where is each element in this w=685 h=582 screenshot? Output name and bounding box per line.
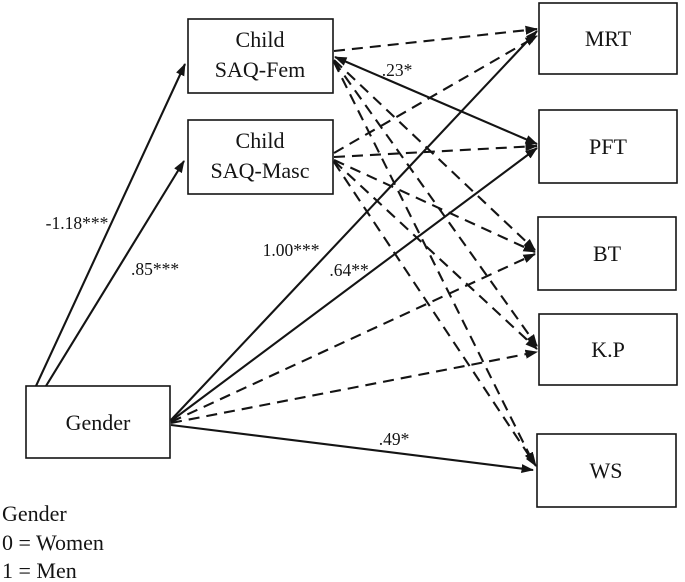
node-ws-label: WS: [590, 458, 623, 483]
node-saq-fem: Child SAQ-Fem: [187, 18, 334, 94]
coef-gender-ws: .49*: [379, 429, 410, 449]
node-kp-box: [538, 313, 678, 386]
edge-saqmasc-mrt: [333, 35, 538, 154]
node-saq-masc-box: [187, 119, 334, 195]
node-saq-masc-label-line1: Child: [236, 128, 285, 153]
node-ws: WS: [536, 433, 677, 508]
edge-saqmasc-kp: [333, 160, 538, 350]
edge-saqmasc-ws: [333, 161, 537, 467]
coef-gender-pft: .64**: [329, 260, 368, 280]
coef-saqfem-mrt: .23*: [382, 60, 413, 80]
edge-saqmasc-bt: [333, 159, 536, 253]
edges-group: [35, 25, 538, 474]
legend-coding-men: 1 = Men: [2, 558, 77, 582]
node-mrt-box: [538, 2, 678, 75]
edge-saqfem-kp: [333, 60, 538, 347]
node-bt: BT: [537, 216, 677, 291]
edge-gender-kp: [170, 349, 538, 425]
node-gender: Gender: [25, 385, 171, 459]
node-mrt: MRT: [538, 2, 678, 75]
node-bt-box: [537, 216, 677, 291]
edge-gender-saqfem: [35, 63, 186, 387]
node-saq-fem-label-line2: SAQ-Fem: [215, 57, 305, 82]
edge-gender-ws: [170, 423, 534, 474]
edge-gender-bt: [170, 253, 536, 423]
legend-group: Gender 0 = Women 1 = Men: [2, 501, 104, 582]
edge-saqfem-pft: [334, 56, 538, 145]
coef-gender-mrt: 1.00***: [263, 240, 320, 260]
edge-saqfem-bt: [333, 59, 536, 251]
legend-variable-name: Gender: [2, 501, 67, 526]
edge-saqfem-mrt: [333, 25, 538, 53]
nodes-group: Child SAQ-Fem Child SAQ-Masc Gender MRT …: [25, 2, 678, 508]
node-pft-box: [538, 109, 678, 184]
node-pft-label: PFT: [589, 134, 627, 159]
edge-gender-pft: [170, 147, 538, 422]
legend-coding-women: 0 = Women: [2, 530, 104, 555]
node-gender-box: [25, 385, 171, 459]
coefficient-labels-group: -1.18*** .85*** 1.00*** .64** .49* .23*: [46, 60, 413, 449]
coef-gender-saqmasc: .85***: [131, 259, 179, 279]
node-ws-box: [536, 433, 677, 508]
edge-gender-saqmasc: [45, 160, 185, 387]
node-saq-fem-box: [187, 18, 334, 94]
coef-gender-saqfem: -1.18***: [46, 213, 109, 233]
node-bt-label: BT: [593, 241, 622, 266]
edge-saqfem-ws: [333, 61, 535, 465]
node-kp: K.P: [538, 313, 678, 386]
node-pft: PFT: [538, 109, 678, 184]
node-saq-masc-label-line2: SAQ-Masc: [211, 158, 310, 183]
node-kp-label: K.P: [591, 337, 625, 362]
node-saq-fem-label-line1: Child: [236, 27, 285, 52]
node-mrt-label: MRT: [585, 26, 632, 51]
node-gender-label: Gender: [66, 410, 131, 435]
node-saq-masc: Child SAQ-Masc: [187, 119, 334, 195]
edge-saqmasc-pft: [333, 142, 538, 159]
